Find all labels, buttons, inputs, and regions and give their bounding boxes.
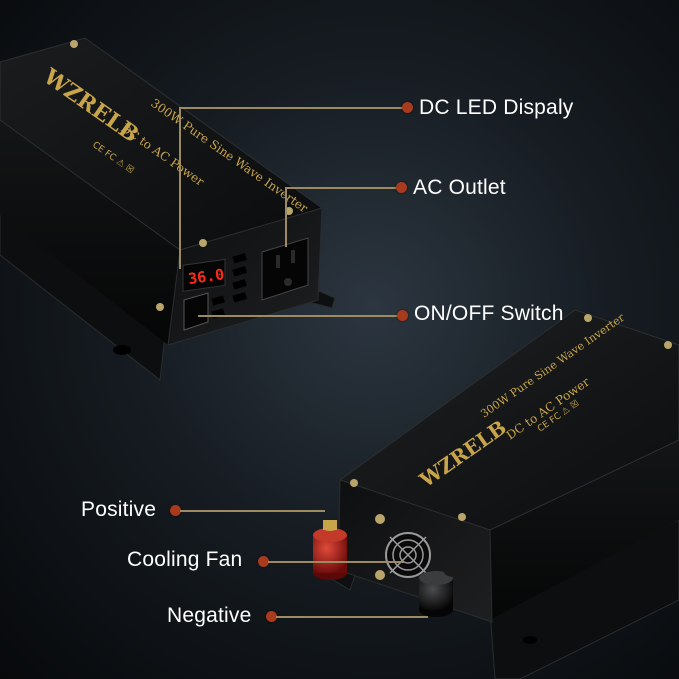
negative-terminal (419, 567, 464, 617)
callout-dot (266, 611, 277, 622)
leader-line (285, 187, 287, 247)
callout-positive: Positive (81, 498, 157, 521)
mounting-slot (113, 345, 131, 355)
screw-icon (70, 40, 78, 48)
callout-dot (397, 310, 408, 321)
screw-icon (458, 513, 466, 521)
screw-icon (664, 341, 672, 349)
screw-icon (285, 207, 293, 215)
leader-line (180, 510, 325, 512)
callout-dot (170, 505, 181, 516)
callout-switch: ON/OFF Switch (414, 302, 564, 325)
callout-dot (402, 102, 413, 113)
screw-icon (350, 479, 358, 487)
cooling-fan (385, 532, 431, 578)
callout-led-display: DC LED Dispaly (419, 96, 574, 119)
led-display (182, 258, 226, 292)
screw-icon (199, 239, 207, 247)
leader-line (179, 107, 181, 269)
mounting-slot (523, 636, 537, 644)
vent-slots (211, 253, 247, 319)
callout-dot (258, 556, 269, 567)
ac-outlet (261, 237, 309, 301)
leader-line (179, 107, 406, 109)
positive-terminal (313, 520, 347, 580)
callout-negative: Negative (167, 604, 252, 627)
inverter-side-face (490, 440, 679, 620)
leader-line (285, 187, 401, 189)
leader-line (276, 616, 428, 618)
callout-dot (396, 182, 407, 193)
screw-icon (375, 570, 385, 580)
screw-icon (584, 314, 592, 322)
power-switch (183, 292, 209, 331)
leader-line (268, 561, 404, 563)
callout-cooling-fan: Cooling Fan (127, 548, 243, 571)
callout-ac-outlet: AC Outlet (413, 176, 506, 199)
led-readout: 36.0 (187, 265, 225, 288)
screw-icon (375, 514, 385, 524)
screw-icon (156, 303, 164, 311)
leader-line (198, 315, 402, 317)
lower-inverter: WZRELB 300W Pure Sine Wave Inverter DC t… (313, 309, 679, 679)
inverter-side-face (0, 120, 180, 345)
